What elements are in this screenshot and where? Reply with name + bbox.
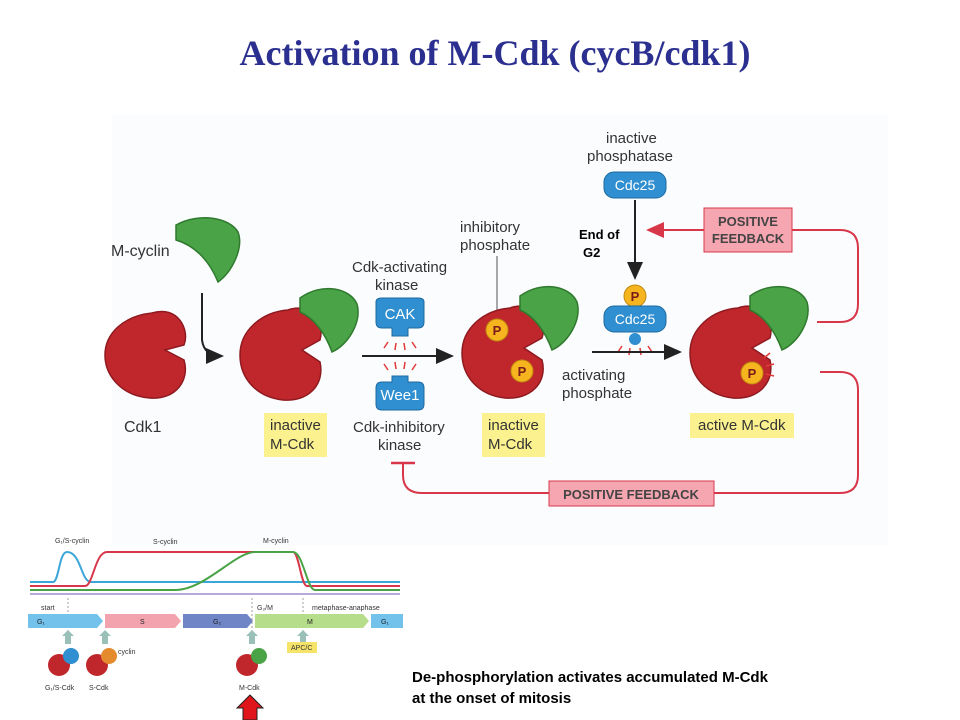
cak-text: CAK <box>385 306 416 323</box>
cak-activity-rays <box>383 341 417 351</box>
top-feedback-line2: FEEDBACK <box>712 231 785 246</box>
activating-p-text: P <box>518 364 527 379</box>
inhibitory-phosphate-icon <box>485 318 509 342</box>
inactive-cdc25-text: Cdc25 <box>615 177 656 193</box>
active-mcdk-p-text: P <box>748 366 757 381</box>
cdk1-label: Cdk1 <box>124 419 161 436</box>
s-cyclin-label: S-cyclin <box>153 539 178 546</box>
active-cdc25-text: Cdc25 <box>615 311 656 327</box>
wee1-activity-rays <box>383 361 417 371</box>
m-cdk-label: M-Cdk <box>239 685 260 692</box>
m-cyclin-shape <box>175 217 241 284</box>
phase-g1-bar <box>28 614 103 628</box>
phase-g2-label: G₂ <box>213 619 221 626</box>
mcdk1-cyclin-shape <box>299 287 359 354</box>
inactive-mcdk-label-2-line2: M-Cdk <box>488 436 533 453</box>
phase-g1-label: G₁ <box>37 619 45 626</box>
cyclin-label: cyclin <box>118 649 136 656</box>
inactive-cdc25-shape <box>603 171 667 199</box>
inactive-mcdk-label-1-line2: M-Cdk <box>270 436 315 453</box>
top-feedback-box <box>703 207 793 253</box>
start-checkpoint-label: start <box>41 605 55 612</box>
cak-label-line1: Cdk-activating <box>352 259 447 276</box>
active-mcdk-activity-rays <box>763 352 775 377</box>
inhibitory-phosphate-label-line2: phosphate <box>460 237 530 254</box>
phase-g1-label-2: G₁ <box>381 619 389 626</box>
checkpoint-arrows <box>62 630 309 644</box>
wee1-enzyme-shape <box>375 375 425 411</box>
g2m-checkpoint-label: G₂/M <box>257 605 273 612</box>
activating-phosphate-icon <box>510 359 534 383</box>
activating-phosphate-label-line2: phosphate <box>562 385 632 402</box>
wee1-label-line1: Cdk-inhibitory <box>353 419 445 436</box>
mcdk2-cyclin-shape <box>519 285 579 352</box>
m-cyclin-label: M-cyclin <box>111 243 170 260</box>
wee1-label-line2: kinase <box>378 437 421 454</box>
bottom-feedback-box <box>548 480 715 507</box>
cdk1-shape <box>104 310 187 399</box>
apc-box <box>287 642 317 653</box>
phase-g1-bar-2 <box>371 614 403 628</box>
phase-g2-bar <box>183 614 253 628</box>
end-of-g2-label: End of G2 <box>579 226 619 262</box>
cell-cycle-inset: G₁/S-cyclin S-cyclin M-cyclin start G₂/M… <box>28 538 403 720</box>
top-feedback-line1: POSITIVE <box>718 214 778 229</box>
wee1-text: Wee1 <box>381 387 420 404</box>
caption-line2: at the onset of mitosis <box>412 690 572 707</box>
caption: De-phosphorylation activates accumulated… <box>412 667 768 709</box>
cdc25-p-text: P <box>631 289 640 304</box>
g1s-cdk-label: G₁/S-Cdk <box>45 685 75 692</box>
g1s-cdk-cyclin-icon <box>63 648 79 664</box>
binding-arrow <box>201 293 224 364</box>
red-up-arrow-icon <box>235 694 265 720</box>
m-cdk-cyclin-icon <box>251 648 267 664</box>
active-cdc25-base <box>629 333 641 345</box>
inhibitory-phosphate-label-line1: inhibitory <box>460 219 521 236</box>
inactive-mcdk-label-2-line1: inactive <box>488 417 539 434</box>
active-mcdk-label: active M-Cdk <box>690 413 794 438</box>
s-cyclin-curve <box>30 551 400 587</box>
top-feedback-line <box>646 222 859 323</box>
inactive-phosphatase-label-line2: phosphatase <box>587 148 673 165</box>
active-cdc25-shape <box>603 305 667 333</box>
inhibitory-p-text: P <box>493 323 502 338</box>
page-title: Activation of M-Cdk (cycB/cdk1) <box>239 33 751 73</box>
end-of-g2-line2: G2 <box>583 245 601 260</box>
activating-phosphate-label-line1: activating <box>562 367 625 384</box>
bottom-feedback-line <box>402 371 859 494</box>
apc-label: APC/C <box>291 645 312 652</box>
phase-s-label: S <box>140 619 145 626</box>
phase-m-label: M <box>307 619 313 626</box>
g1s-cyclin-curve <box>30 550 400 583</box>
active-mcdk-cyclin-shape <box>749 285 809 352</box>
inactive-phosphatase-label-line1: inactive <box>606 130 657 147</box>
m-cyclin-curve <box>30 551 400 591</box>
phase-s-bar <box>105 614 181 628</box>
inactive-mcdk-label-2: inactive M-Cdk <box>482 413 545 457</box>
cak-enzyme-shape <box>375 297 425 337</box>
end-of-g2-line1: End of <box>579 227 620 242</box>
metaphase-anaphase-label: metaphase-anaphase <box>312 605 380 612</box>
s-cdk-label: S-Cdk <box>89 685 109 692</box>
cak-label-line2: kinase <box>375 277 418 294</box>
caption-line1: De-phosphorylation activates accumulated… <box>412 669 768 686</box>
bottom-feedback-label: POSITIVE FEEDBACK <box>563 487 699 502</box>
inactive-mcdk-label-1-line1: inactive <box>270 417 321 434</box>
s-cdk-cyclin-icon <box>101 648 117 664</box>
g1s-cyclin-label: G₁/S-cyclin <box>55 538 89 545</box>
phase-m-bar <box>255 614 369 628</box>
inactive-mcdk-label-1: inactive M-Cdk <box>264 413 327 457</box>
m-cyclin-curve-label: M-cyclin <box>263 538 289 545</box>
active-mcdk-phosphate-icon <box>740 361 764 385</box>
